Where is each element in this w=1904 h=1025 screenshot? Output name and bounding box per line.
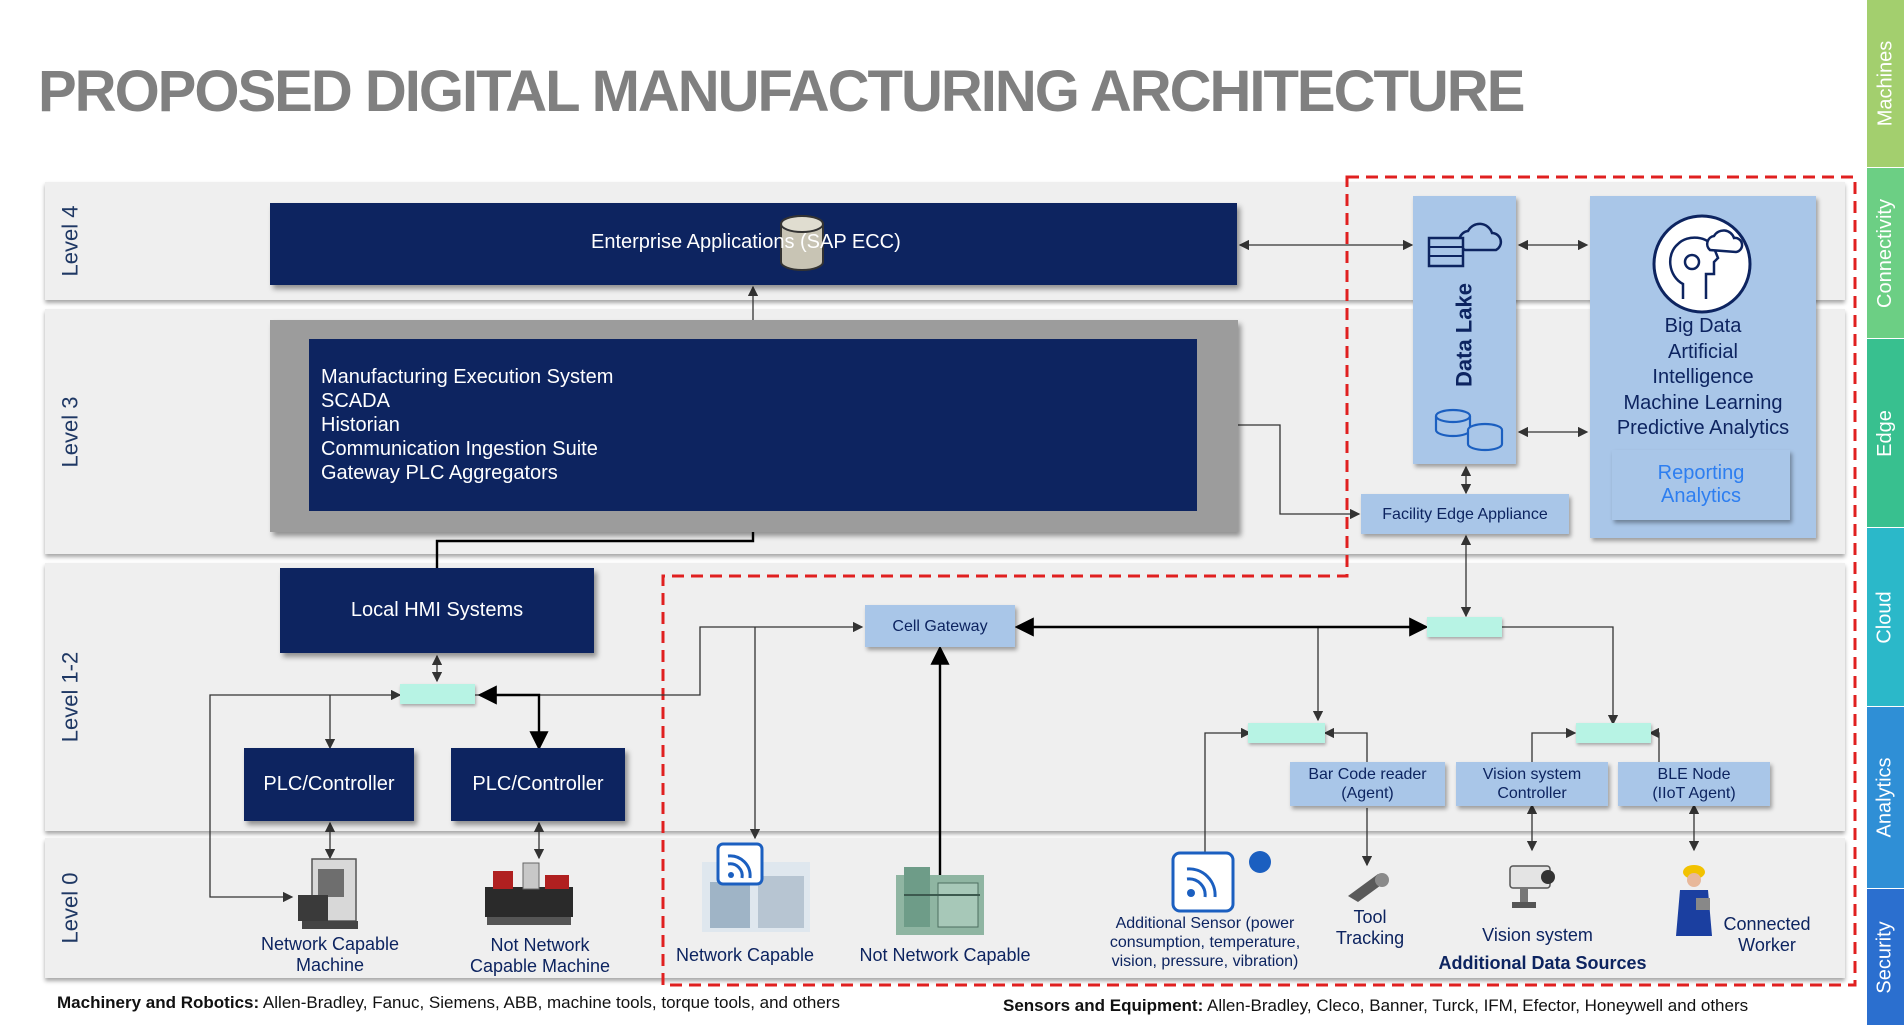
network-switch-vision	[1576, 723, 1651, 743]
barcode-reader-agent: Bar Code reader (Agent)	[1290, 762, 1445, 806]
barcode-line1: Bar Code reader	[1308, 766, 1427, 783]
sidebar-edge[interactable]: Edge	[1867, 339, 1904, 527]
cell-gateway: Cell Gateway	[865, 605, 1015, 647]
plc-aggregators-line: Gateway PLC Aggregators	[321, 462, 558, 484]
tool-tracking-icon	[1348, 873, 1389, 902]
enterprise-applications-box: Enterprise Applications (SAP ECC)	[270, 203, 1237, 285]
machinery-footer: Machinery and Robotics: Allen-Bradley, F…	[57, 993, 840, 1013]
sensors-footer-text: Allen-Bradley, Cleco, Banner, Turck, IFM…	[1203, 996, 1749, 1015]
assembly-machine-icon	[485, 862, 573, 925]
sidebar-cloud[interactable]: Cloud	[1867, 528, 1904, 706]
big-data-box: Big Data Artificial Intelligence Machine…	[1590, 196, 1816, 538]
nncm-line2: Capable Machine	[469, 956, 611, 976]
predictive-analytics-line: Predictive Analytics	[1616, 417, 1790, 439]
plc-controller-1: PLC/Controller	[244, 748, 414, 821]
vision-camera-icon	[1509, 865, 1555, 908]
vision-ctrl-line2: Controller	[1497, 785, 1567, 802]
data-lake-vertical-text: Data Lake	[1451, 283, 1477, 387]
sidebar-machines[interactable]: Machines	[1867, 0, 1904, 167]
cloud-server-icon	[1427, 222, 1503, 268]
scada-line: SCADA	[321, 390, 390, 412]
not-network-capable-machine-caption: Not Network Capable Machine	[450, 935, 630, 977]
network-capable-equipment-icon	[702, 842, 810, 932]
ncm-line2: Machine	[295, 955, 365, 975]
sensor-line1: Additional Sensor (power	[1115, 915, 1295, 932]
tool-line1: Tool	[1353, 907, 1387, 927]
ai-line: Artificial	[1667, 340, 1738, 363]
sidebar-analytics-label: Analytics	[1874, 757, 1896, 838]
machinery-footer-label: Machinery and Robotics:	[57, 993, 260, 1012]
vision-ctrl-line1: Vision system	[1482, 766, 1582, 783]
sidebar-connectivity[interactable]: Connectivity	[1867, 168, 1904, 338]
additional-data-sources-label: Additional Data Sources	[1438, 953, 1647, 973]
data-lake-box: Data Lake	[1413, 196, 1516, 464]
network-switch-barcode	[1248, 723, 1325, 743]
facility-edge-appliance: Facility Edge Appliance	[1361, 494, 1569, 534]
plc-controller-2: PLC/Controller	[451, 748, 625, 821]
connected-worker-icon	[1676, 865, 1712, 936]
ble-node: BLE Node (IIoT Agent)	[1618, 762, 1770, 806]
analytics-line: Analytics	[1660, 485, 1742, 507]
sensor-line3: vision, pressure, vibration)	[1111, 953, 1299, 970]
tool-tracking-caption: Tool Tracking	[1320, 907, 1420, 949]
not-network-capable-equipment-icon	[896, 867, 984, 935]
ingestion-suite-line: Communication Ingestion Suite	[321, 438, 598, 460]
edge-cloud-boundary	[661, 175, 1857, 987]
network-capable-caption: Network Capable	[675, 945, 815, 965]
ble-line2: (IIoT Agent)	[1652, 785, 1736, 802]
reporting-line: Reporting	[1657, 462, 1745, 484]
tool-line2: Tracking	[1335, 928, 1405, 948]
nncm-line1: Not Network	[490, 935, 590, 955]
database-icon	[780, 215, 824, 271]
sidebar-machines-label: Machines	[1874, 40, 1897, 127]
big-data-text: Big Data Artificial Intelligence Machine…	[1590, 314, 1816, 442]
wireless-sensor-icon	[1171, 851, 1271, 913]
network-capable-machine-caption: Network Capable Machine	[245, 934, 415, 976]
barcode-line2: (Agent)	[1341, 785, 1394, 802]
sidebar-edge-label: Edge	[1874, 409, 1896, 457]
worker-line2: Worker	[1738, 935, 1796, 955]
database-stack-icon	[1434, 408, 1504, 452]
intelligence-line: Intelligence	[1652, 366, 1754, 388]
sensors-footer-label: Sensors and Equipment:	[1003, 996, 1204, 1015]
cnc-machine-icon	[298, 858, 358, 929]
connected-worker-caption: Connected Worker	[1712, 914, 1822, 956]
mes-box: Manufacturing Execution System SCADA His…	[309, 339, 1197, 511]
page-title: PROPOSED DIGITAL MANUFACTURING ARCHITECT…	[38, 59, 1525, 124]
additional-sensor-caption: Additional Sensor (power consumption, te…	[1090, 914, 1320, 971]
ncm-line1: Network Capable	[260, 934, 400, 954]
not-network-capable-caption: Not Network Capable	[859, 945, 1031, 965]
vision-system-caption: Vision system	[1482, 925, 1593, 945]
machinery-footer-text: Allen-Bradley, Fanuc, Siemens, ABB, mach…	[259, 993, 840, 1012]
sidebar-security[interactable]: Security	[1867, 889, 1904, 1025]
local-hmi-box: Local HMI Systems	[280, 568, 594, 653]
ble-line1: BLE Node	[1657, 766, 1731, 783]
sidebar-security-label: Security	[1874, 920, 1896, 994]
enterprise-label: Enterprise Applications (SAP ECC)	[591, 231, 901, 253]
ai-head-icon	[1652, 214, 1752, 314]
sidebar-connectivity-label: Connectivity	[1874, 198, 1896, 308]
vision-system-controller: Vision system Controller	[1456, 762, 1608, 806]
network-switch-left	[400, 684, 475, 704]
sensor-line2: consumption, temperature,	[1109, 934, 1301, 951]
reporting-analytics-box: Reporting Analytics	[1612, 450, 1790, 520]
worker-line1: Connected	[1723, 914, 1811, 934]
mes-line: Manufacturing Execution System	[321, 366, 614, 388]
sensors-footer: Sensors and Equipment: Allen-Bradley, Cl…	[1003, 996, 1748, 1016]
sidebar-analytics[interactable]: Analytics	[1867, 707, 1904, 888]
ml-line: Machine Learning	[1623, 391, 1783, 414]
historian-line: Historian	[321, 414, 400, 436]
sidebar-cloud-label: Cloud	[1874, 590, 1897, 644]
network-switch-right	[1427, 617, 1502, 637]
big-data-line: Big Data	[1664, 315, 1742, 337]
